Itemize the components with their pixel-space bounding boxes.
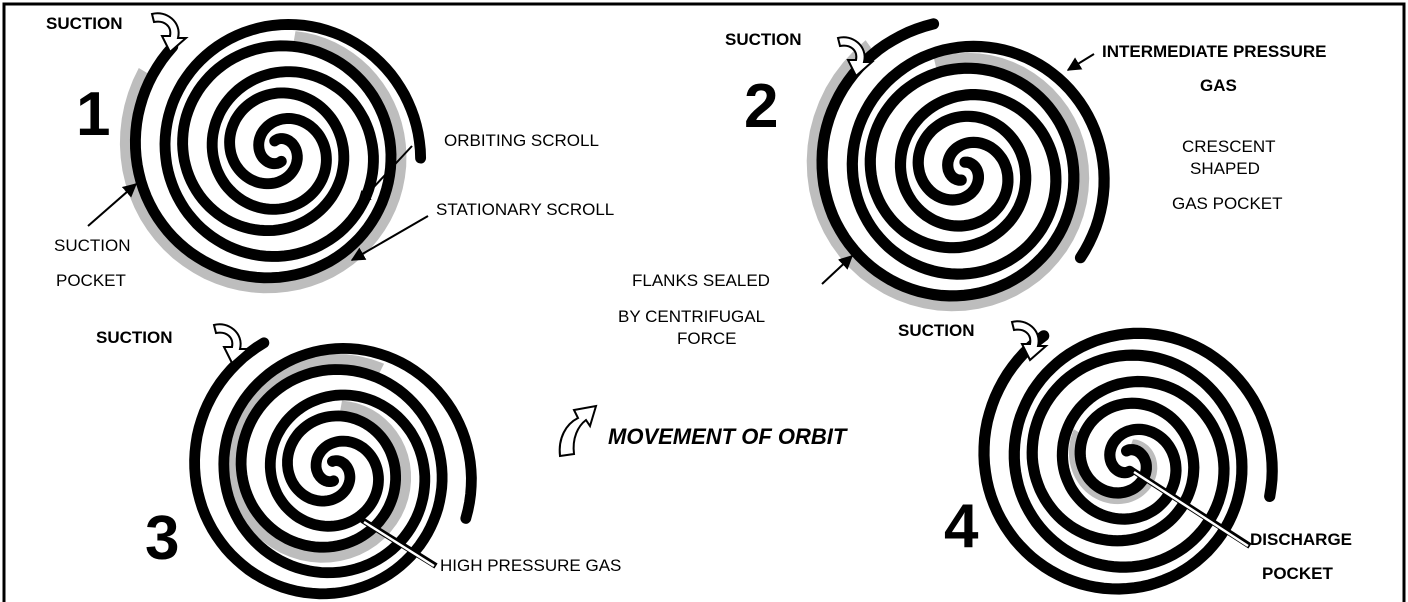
leader-suction-pocket: [87, 183, 138, 227]
suction-label-1: SUCTION: [46, 14, 123, 33]
high-pressure-gas-label: HIGH PRESSURE GAS: [440, 556, 622, 575]
suction-arrow-icon: [150, 12, 189, 54]
crescent-label-line1: CRESCENT: [1182, 137, 1276, 156]
suction-arrow-icon: [836, 36, 875, 78]
leader-intermediate: [1066, 53, 1095, 71]
scroll-stage-2: [806, 18, 1110, 312]
suction-label-2: SUCTION: [725, 30, 802, 49]
suction-arrow-icon: [1010, 320, 1049, 362]
leader-flanks: [821, 255, 854, 285]
suction-arrow-icon: [212, 323, 251, 365]
flanks-label-line3: FORCE: [677, 329, 737, 348]
intermediate-pressure-label-line1: INTERMEDIATE PRESSURE: [1102, 42, 1327, 61]
movement-of-orbit-label: MOVEMENT OF ORBIT: [608, 424, 847, 449]
leader-high-pressure: [360, 517, 438, 569]
orbiting-scroll-wrap: [846, 40, 1110, 280]
orbiting-scroll-wrap: [218, 342, 477, 579]
suction-label-3: SUCTION: [96, 328, 173, 347]
crescent-label-line3: GAS POCKET: [1172, 194, 1283, 213]
discharge-pocket-label-line2: POCKET: [1262, 564, 1333, 583]
suction-pocket-label-line2: POCKET: [56, 271, 126, 290]
scroll-stage-4: [978, 327, 1278, 595]
stationary-scroll-wrap: [816, 18, 1080, 302]
orbiting-scroll-wrap: [159, 18, 427, 262]
leader-discharge: [1130, 467, 1252, 549]
leader-orbiting-scroll: [357, 145, 413, 206]
stationary-scroll-wrap: [978, 330, 1248, 595]
stage-number-3: 3: [145, 504, 180, 573]
orbiting-scroll-wrap: [1008, 327, 1278, 573]
scroll-stage-1: [119, 18, 427, 294]
scroll-stage-3: [189, 337, 477, 600]
flanks-label-line1: FLANKS SEALED: [632, 271, 770, 290]
leader-stationary-scroll: [350, 215, 429, 261]
stationary-scroll-label: STATIONARY SCROLL: [436, 200, 615, 219]
intermediate-pressure-label-line2: GAS: [1200, 76, 1237, 95]
orbit-arrow-icon: [558, 404, 598, 458]
orbiting-scroll-label: ORBITING SCROLL: [444, 131, 599, 150]
suction-pocket-label-line1: SUCTION: [54, 236, 131, 255]
stage-number-2: 2: [744, 72, 779, 141]
stationary-scroll-wrap: [129, 40, 397, 284]
flanks-label-line2: BY CENTRIFUGAL: [618, 307, 766, 326]
stationary-scroll-wrap: [189, 337, 448, 600]
stage-number-1: 1: [76, 80, 111, 149]
gas-pocket: [225, 354, 411, 563]
stage-number-4: 4: [944, 492, 979, 561]
discharge-pocket-label-line1: DISCHARGE: [1250, 530, 1353, 549]
crescent-label-line2: SHAPED: [1190, 159, 1260, 178]
suction-label-4: SUCTION: [898, 321, 975, 340]
